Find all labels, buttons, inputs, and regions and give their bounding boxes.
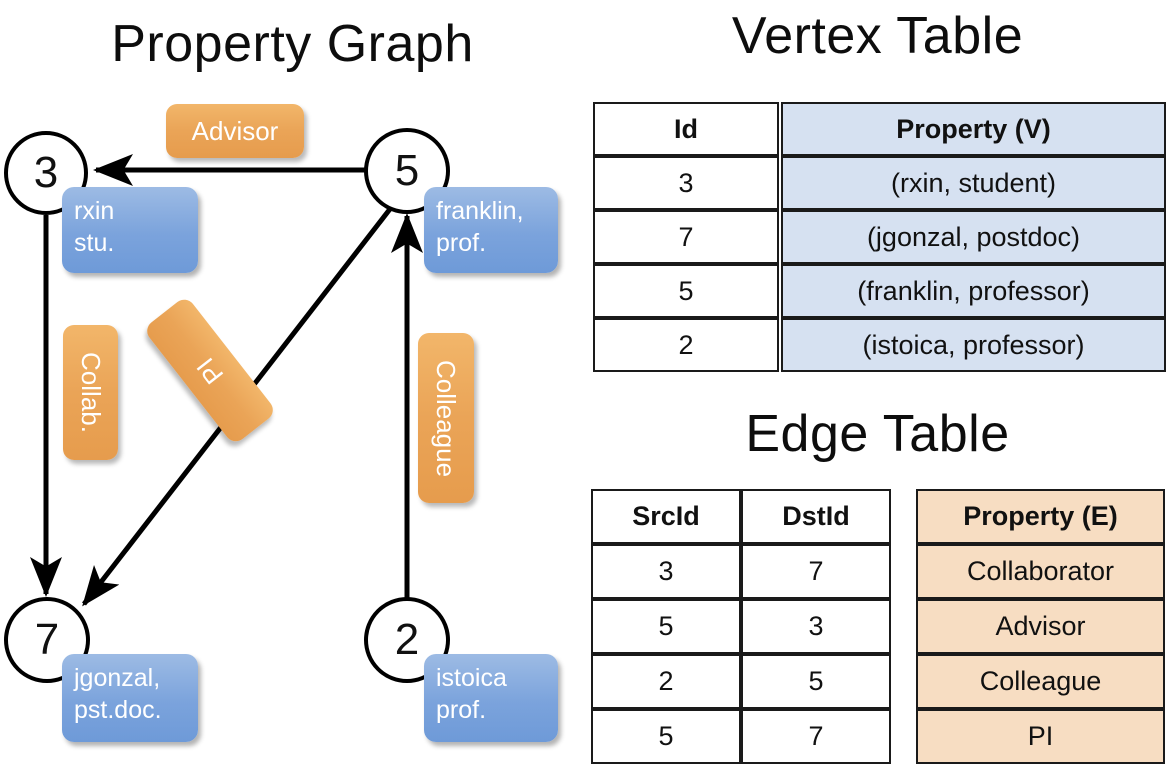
table-row[interactable]: 3 7 xyxy=(591,544,891,599)
edge-label-collab[interactable]: Collab. xyxy=(63,325,118,460)
page-title-vertex-table: Vertex Table xyxy=(731,7,1024,65)
edge-cell-property: Colleague xyxy=(916,654,1165,709)
edge-cell-srcid: 5 xyxy=(591,599,741,654)
node-property-line2: stu. xyxy=(74,229,115,257)
node-property-box-2[interactable]: istoica prof. xyxy=(424,654,558,742)
table-row[interactable]: 5 xyxy=(593,264,779,318)
table-row[interactable]: (istoica, professor) xyxy=(781,318,1166,372)
table-row[interactable]: (franklin, professor) xyxy=(781,264,1166,318)
table-row[interactable]: Collaborator xyxy=(916,544,1165,599)
edge-label-advisor[interactable]: Advisor xyxy=(166,104,304,158)
table-row[interactable]: (jgonzal, postdoc) xyxy=(781,210,1166,264)
table-row[interactable]: 2 xyxy=(593,318,779,372)
edge-label-collab-text: Collab. xyxy=(76,352,106,433)
vertex-table-id-column: Id 3 7 5 2 xyxy=(593,102,779,372)
table-row[interactable]: 5 7 xyxy=(591,709,891,764)
edge-col-header-dstid: DstId xyxy=(741,489,891,544)
edge-cell-dstid: 7 xyxy=(741,544,891,599)
vertex-cell-property: (istoica, professor) xyxy=(781,318,1166,372)
edge-cell-dstid: 3 xyxy=(741,599,891,654)
vertex-col-header-property: Property (V) xyxy=(781,102,1166,156)
vertex-cell-id: 5 xyxy=(593,264,779,318)
node-property-box-3[interactable]: rxin stu. xyxy=(62,187,198,273)
edge-label-pi-text: PI xyxy=(190,351,229,390)
edge-cell-dstid: 7 xyxy=(741,709,891,764)
vertex-cell-id: 3 xyxy=(593,156,779,210)
table-row[interactable]: 2 5 xyxy=(591,654,891,709)
table-row[interactable]: 3 xyxy=(593,156,779,210)
edge-table-property-column: Property (E) Collaborator Advisor Collea… xyxy=(916,489,1165,764)
node-property-line1: jgonzal, xyxy=(74,664,161,692)
node-property-line2: prof. xyxy=(436,696,487,724)
edge-col-header-property: Property (E) xyxy=(916,489,1165,544)
vertex-cell-property: (franklin, professor) xyxy=(781,264,1166,318)
table-row[interactable]: 5 3 xyxy=(591,599,891,654)
node-property-box-7[interactable]: jgonzal, pst.doc. xyxy=(62,654,198,742)
graph-node-5[interactable]: 5 xyxy=(364,128,450,214)
page-title-edge-table: Edge Table xyxy=(745,405,1010,463)
table-row[interactable]: Colleague xyxy=(916,654,1165,709)
vertex-cell-property: (rxin, student) xyxy=(781,156,1166,210)
node-property-line1: istoica xyxy=(436,664,507,692)
vertex-cell-id: 7 xyxy=(593,210,779,264)
edge-table-id-columns: SrcId DstId 3 7 5 3 2 5 5 7 xyxy=(591,489,891,764)
table-header-row: Id xyxy=(593,102,779,156)
table-row[interactable]: PI xyxy=(916,709,1165,764)
edge-label-advisor-text: Advisor xyxy=(191,115,279,146)
edge-cell-srcid: 3 xyxy=(591,544,741,599)
table-row[interactable]: 7 xyxy=(593,210,779,264)
edge-col-header-srcid: SrcId xyxy=(591,489,741,544)
node-property-box-5[interactable]: franklin, prof. xyxy=(424,187,558,273)
edge-label-colleague-text: Colleague xyxy=(431,359,462,477)
edge-cell-property: Advisor xyxy=(916,599,1165,654)
node-property-line1: rxin xyxy=(74,197,115,225)
table-row[interactable]: Advisor xyxy=(916,599,1165,654)
vertex-col-header-id: Id xyxy=(593,102,779,156)
table-header-row: Property (E) xyxy=(916,489,1165,544)
edge-cell-srcid: 2 xyxy=(591,654,741,709)
edge-cell-property: Collaborator xyxy=(916,544,1165,599)
edge-label-colleague[interactable]: Colleague xyxy=(418,333,474,503)
node-property-line2: pst.doc. xyxy=(74,696,162,724)
page-title-property-graph: Property Graph xyxy=(111,15,474,73)
table-row[interactable]: (rxin, student) xyxy=(781,156,1166,210)
table-header-row: Property (V) xyxy=(781,102,1166,156)
edge-cell-srcid: 5 xyxy=(591,709,741,764)
vertex-table-property-column: Property (V) (rxin, student) (jgonzal, p… xyxy=(781,102,1166,372)
node-property-line1: franklin, xyxy=(436,197,524,225)
edge-cell-property: PI xyxy=(916,709,1165,764)
edge-cell-dstid: 5 xyxy=(741,654,891,709)
node-property-line2: prof. xyxy=(436,229,487,257)
vertex-cell-property: (jgonzal, postdoc) xyxy=(781,210,1166,264)
vertex-cell-id: 2 xyxy=(593,318,779,372)
graph-node-2[interactable]: 2 xyxy=(364,597,450,683)
table-header-row: SrcId DstId xyxy=(591,489,891,544)
